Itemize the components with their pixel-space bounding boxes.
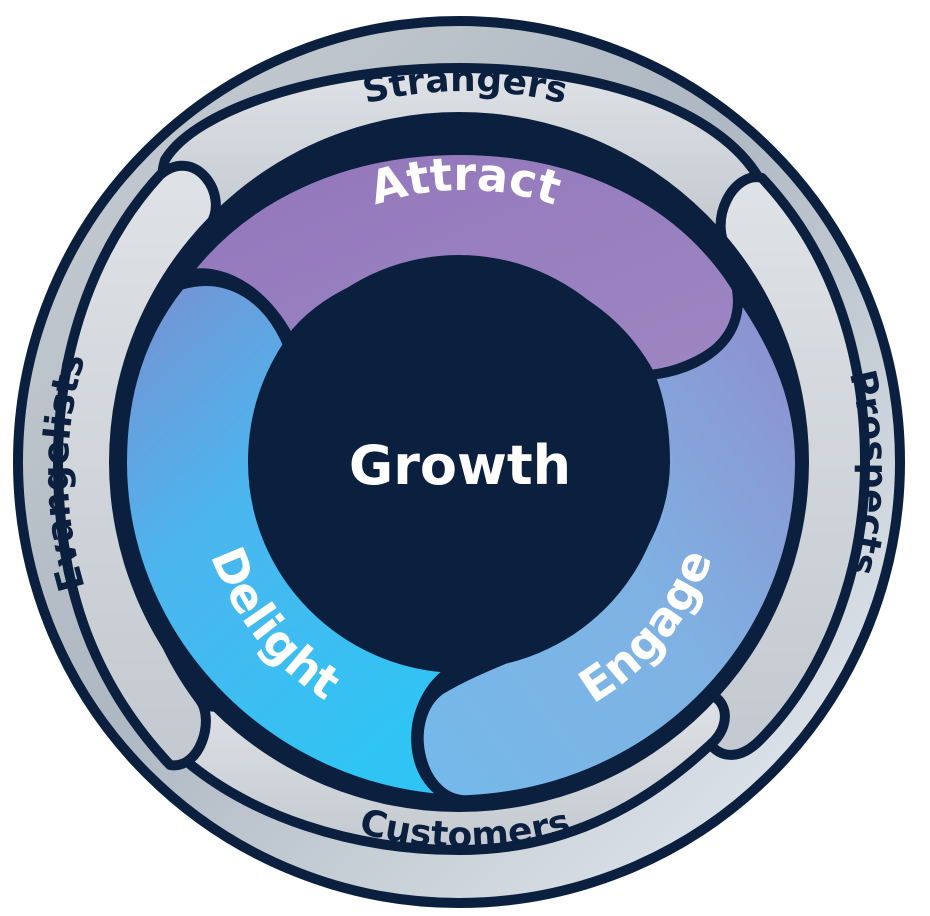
center-label: Growth — [349, 434, 571, 497]
stage-segment-engage — [413, 285, 805, 806]
center-hub — [252, 255, 666, 669]
